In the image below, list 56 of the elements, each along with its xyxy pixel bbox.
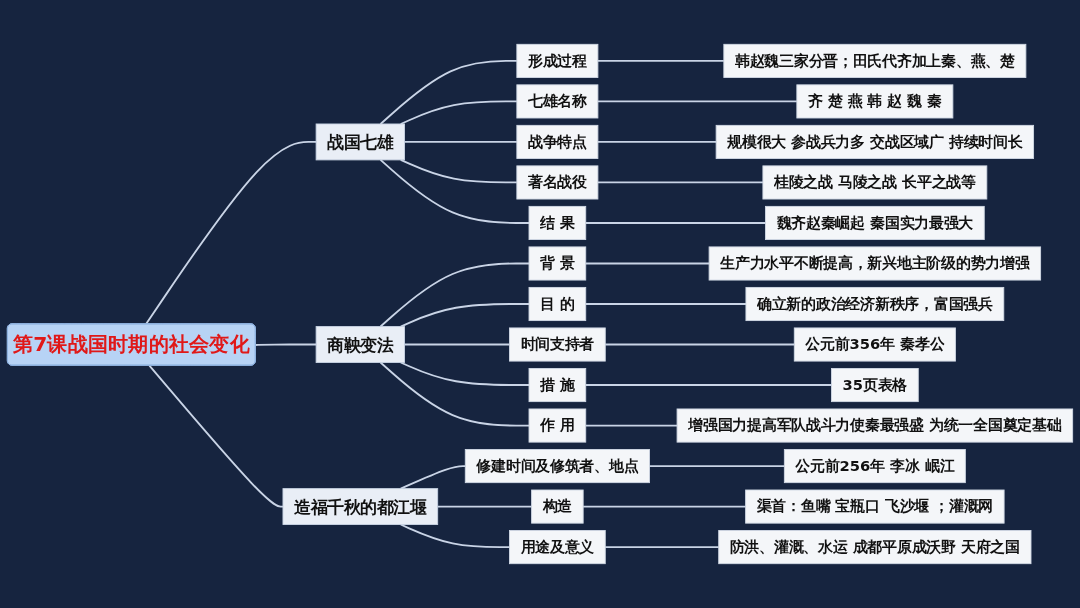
node-box: 公元前256年 李冰 岷江 xyxy=(783,449,966,484)
node-box: 齐 楚 燕 韩 赵 魏 秦 xyxy=(796,84,954,119)
node-box: 确立新的政治经济新秩序，富国强兵 xyxy=(745,286,1005,322)
node-box: 修建时间及修筑者、地点 xyxy=(464,449,650,484)
node-box: 商鞅变法 xyxy=(315,326,405,363)
connector xyxy=(379,361,530,427)
node-box: 生产力水平不断提高，新兴地主阶级的势力增强 xyxy=(708,246,1042,281)
connector xyxy=(399,523,511,548)
node-box: 魏齐赵秦崛起 秦国实力最强大 xyxy=(765,205,985,240)
connector xyxy=(379,262,530,328)
node-box: 背 景 xyxy=(528,246,587,281)
connector xyxy=(584,262,711,265)
connector xyxy=(379,158,530,224)
node-box: 七雄名称 xyxy=(516,84,599,119)
connector xyxy=(582,505,747,508)
node-box: 韩赵魏三家分晋；田氏代齐加上秦、燕、楚 xyxy=(723,43,1027,78)
connector xyxy=(604,546,720,548)
node-box: 35页表格 xyxy=(831,368,919,403)
node-box: 战争特点 xyxy=(516,124,599,159)
connector xyxy=(596,60,725,62)
node-box: 桂陵之战 马陵之战 长平之战等 xyxy=(762,165,988,200)
connector xyxy=(436,505,533,508)
node-box: 结 果 xyxy=(528,205,587,240)
node-box: 公元前356年 秦孝公 xyxy=(793,327,956,362)
node-box: 用途及意义 xyxy=(509,530,606,565)
connector xyxy=(596,141,718,143)
connector xyxy=(584,424,678,427)
connector xyxy=(584,384,833,386)
connector xyxy=(596,181,764,184)
node-box: 规模很大 参战兵力多 交战区域广 持续时间长 xyxy=(715,124,1034,159)
connector xyxy=(403,141,518,143)
connector xyxy=(254,343,318,346)
node-box: 防洪、灌溉、水运 成都平原成沃野 天府之国 xyxy=(718,530,1032,565)
node-box: 渠首：鱼嘴 宝瓶口 飞沙堰 ；灌溉网 xyxy=(745,489,1005,524)
connector xyxy=(648,465,786,467)
connector xyxy=(584,222,767,224)
connector xyxy=(596,100,798,103)
node-box: 造福千秋的都江堰 xyxy=(282,488,439,525)
node-box: 著名战役 xyxy=(516,165,599,200)
connector xyxy=(379,60,518,125)
node-box: 战国七雄 xyxy=(315,123,405,161)
connector xyxy=(148,364,284,508)
node-box: 构造 xyxy=(531,489,584,524)
connector xyxy=(399,303,530,328)
node-box: 形成过程 xyxy=(516,43,599,78)
connector xyxy=(403,343,511,346)
node-box: 增强国力提高军队战斗力使秦最强盛 为统一全国奠定基础 xyxy=(676,408,1074,443)
node-box: 措 施 xyxy=(528,368,587,403)
connector xyxy=(399,361,530,386)
connector xyxy=(399,158,518,184)
node-box: 时间支持者 xyxy=(509,327,606,362)
connector xyxy=(584,303,747,305)
node-box: 作 用 xyxy=(528,408,587,443)
connector xyxy=(399,465,467,490)
node-box: 目 的 xyxy=(528,286,587,322)
connector xyxy=(604,343,796,346)
